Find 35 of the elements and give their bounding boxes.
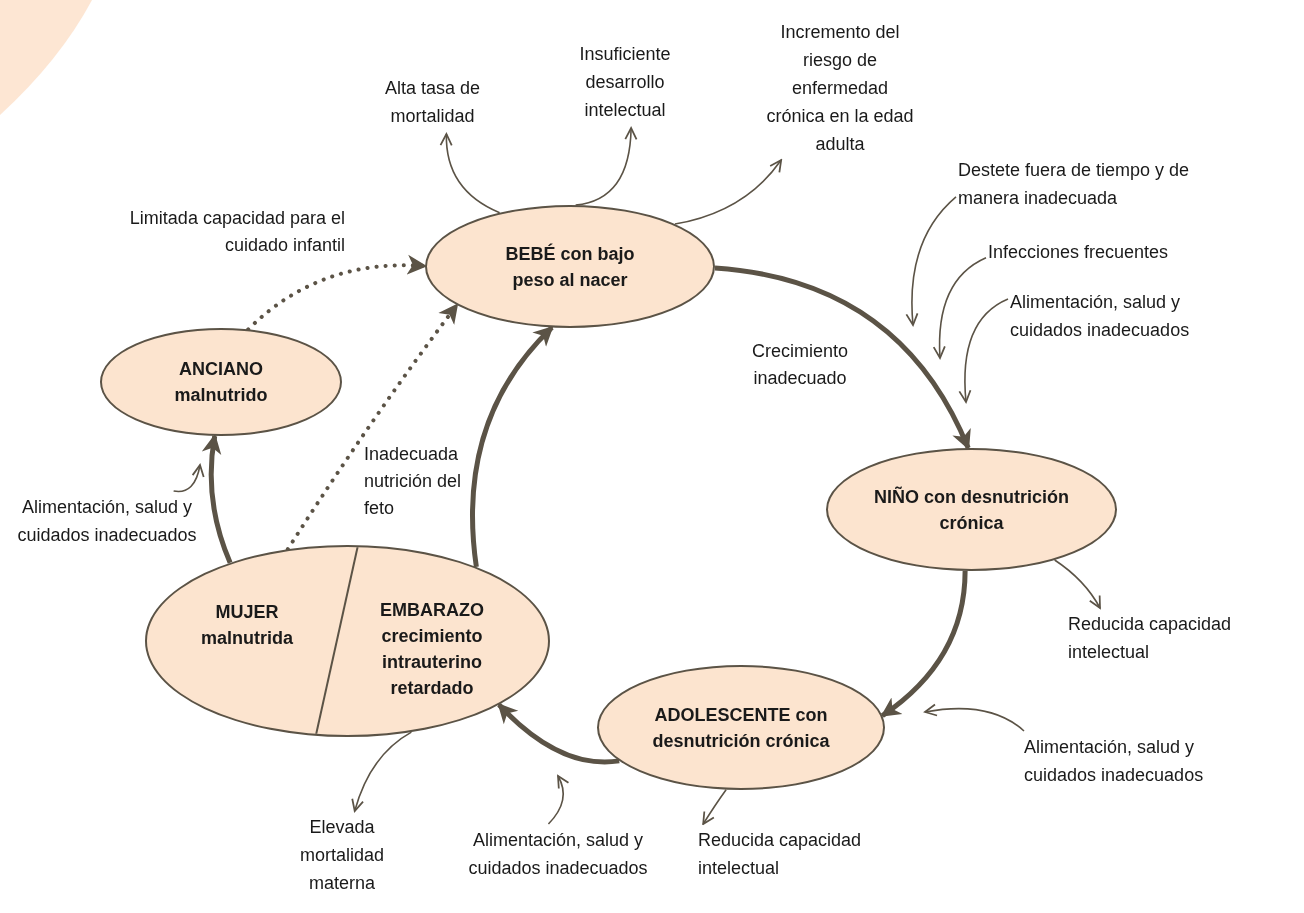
- effect-text: Reducida capacidad intelectual: [1068, 610, 1283, 666]
- effect-text: Elevada mortalidad materna: [272, 813, 412, 897]
- arrow: [924, 703, 1025, 732]
- effect-text: Insuficiente desarrollo intelectual: [550, 40, 700, 126]
- ellipse-text: ADOLESCENTE con desnutrición crónica: [651, 703, 831, 753]
- ellipse-text: MUJER malnutrida: [200, 601, 294, 650]
- arrow: [547, 775, 569, 825]
- arrow: [674, 159, 783, 225]
- arrow: [351, 731, 413, 812]
- arrow: [958, 298, 1009, 403]
- arrow: [470, 325, 554, 568]
- arrow: [714, 265, 971, 450]
- arrow: [1053, 559, 1101, 609]
- arrow: [702, 788, 727, 825]
- arrow: [172, 464, 205, 493]
- ellipse-text: EMBARAZO crecimiento intrauterino retardado: [379, 599, 485, 700]
- effect-text: Destete fuera de tiempo y de manera inadecuada: [958, 156, 1238, 212]
- arrow: [202, 433, 233, 564]
- dotted-arrow: [285, 303, 459, 552]
- effect-text: Alta tasa de mortalidad: [360, 74, 505, 132]
- ellipse-text: BEBÉ con bajo peso al nacer: [504, 242, 636, 292]
- effect-text: Infecciones frecuentes: [988, 238, 1238, 266]
- ellipse-text: NIÑO con desnutrición crónica: [873, 485, 1070, 535]
- arrow: [440, 133, 501, 214]
- effect-text: Alimentación, salud y cuidados inadecuados: [1024, 733, 1264, 789]
- effect-text: Alimentación, salud y cuidados inadecuados: [1010, 288, 1250, 344]
- arrow: [933, 256, 987, 359]
- arrow: [905, 196, 957, 326]
- arrow: [574, 127, 638, 206]
- effect-text: Incremento del riesgo de enfermedad crónica en la edad adulta: [765, 18, 915, 158]
- effect-text: Alimentación, salud y cuidados inadecuados: [12, 493, 202, 577]
- effect-text: Reducida capacidad intelectual: [698, 826, 913, 882]
- arrow: [497, 702, 620, 765]
- effect-text: Alimentación, salud y cuidados inadecuados: [458, 826, 658, 910]
- ellipse-text: ANCIANO malnutrido: [173, 358, 269, 407]
